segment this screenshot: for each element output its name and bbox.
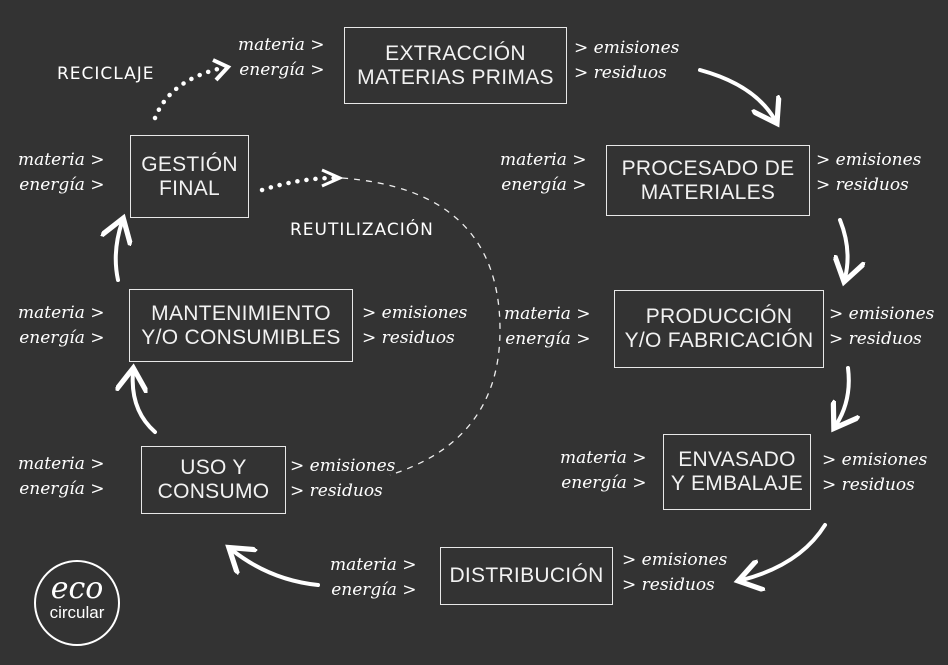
energia-input: energía >	[19, 328, 105, 348]
stage-inputs-procesado: materia > energía >	[500, 148, 587, 198]
residuos-output: > residuos	[362, 328, 455, 348]
stage-outputs-produccion: > emisiones > residuos	[829, 302, 934, 352]
emisiones-output: > emisiones	[622, 550, 728, 570]
stage-inputs-mantenimiento: materia > energía >	[18, 301, 105, 351]
eco-circular-logo: eco circular	[34, 560, 120, 646]
energia-input: energía >	[19, 175, 105, 195]
materia-input: materia >	[18, 150, 105, 170]
materia-input: materia >	[18, 454, 105, 474]
arrow-mantenimiento-gestion	[116, 222, 122, 282]
stage-label-line: MATERIAS PRIMAS	[357, 65, 554, 89]
stage-outputs-extraccion: > emisiones > residuos	[574, 36, 679, 86]
arrow-uso-mantenimiento	[133, 372, 157, 434]
emisiones-output: > emisiones	[816, 150, 922, 170]
arrow-distribucion-uso	[232, 550, 320, 587]
stage-inputs-gestion: materia > energía >	[18, 148, 105, 198]
stage-label-line: ENVASADO	[678, 448, 796, 471]
reutilizacion-arrowhead	[321, 168, 344, 188]
stage-inputs-distribucion: materia > energía >	[330, 553, 417, 603]
logo-eco-text: eco	[50, 571, 104, 606]
stage-outputs-distribucion: > emisiones > residuos	[622, 548, 727, 598]
stage-inputs-extraccion: materia > energía >	[238, 33, 325, 83]
arrow-extraccion-procesado	[698, 68, 775, 120]
reutilizacion-dashed-loop	[341, 177, 501, 476]
reciclaje-arrowhead	[212, 58, 232, 82]
residuos-output: > residuos	[822, 475, 915, 495]
arrow-reutilizacion	[259, 175, 338, 193]
emisiones-output: > emisiones	[822, 450, 928, 470]
stage-outputs-envasado: > emisiones > residuos	[822, 448, 927, 498]
stage-label-line: Y EMBALAJE	[670, 472, 804, 495]
stage-label-line: PRODUCCIÓN	[645, 305, 793, 328]
stage-label-line: GESTIÓN	[141, 152, 238, 176]
stage-label-line: PROCESADO DE	[621, 156, 795, 180]
stage-label-line: USO Y	[180, 456, 247, 479]
arrow-procesado-produccion	[840, 218, 848, 278]
arrow-envasado-distribucion	[742, 523, 827, 580]
stage-label-line: Y/O FABRICACIÓN	[624, 329, 814, 352]
stage-outputs-mantenimiento: > emisiones > residuos	[362, 301, 467, 351]
arrow-reciclaje	[152, 65, 225, 121]
emisiones-output: > emisiones	[829, 304, 935, 324]
emisiones-output: > emisiones	[290, 456, 396, 476]
energia-input: energía >	[501, 175, 587, 195]
stage-inputs-envasado: materia > energía >	[560, 446, 647, 496]
energia-input: energía >	[19, 479, 105, 499]
materia-input: materia >	[238, 35, 325, 55]
emisiones-output: > emisiones	[362, 303, 468, 323]
materia-input: materia >	[560, 448, 647, 468]
arrow-produccion-envasado	[836, 366, 849, 425]
residuos-output: > residuos	[829, 329, 922, 349]
residuos-output: > residuos	[574, 63, 667, 83]
materia-input: materia >	[504, 304, 591, 324]
residuos-output: > residuos	[290, 481, 383, 501]
stage-inputs-uso: materia > energía >	[18, 452, 105, 502]
residuos-output: > residuos	[622, 575, 715, 595]
stage-label-line: MATERIALES	[640, 180, 776, 204]
logo-circular-text: circular	[49, 603, 105, 622]
emisiones-output: > emisiones	[574, 38, 680, 58]
stage-label-line: Y/O CONSUMIBLES	[141, 325, 341, 349]
materia-input: materia >	[500, 150, 587, 170]
stage-label-line: MANTENIMIENTO	[151, 301, 331, 325]
energia-input: energía >	[505, 329, 591, 349]
reciclaje-label: RECICLAJE	[57, 64, 155, 84]
reutilizacion-label: REUTILIZACIÓN	[290, 220, 434, 240]
energia-input: energía >	[331, 580, 417, 600]
energia-input: energía >	[239, 60, 325, 80]
materia-input: materia >	[330, 555, 417, 575]
stage-box-distribucion: DISTRIBUCIÓN	[440, 547, 613, 605]
materia-input: materia >	[18, 303, 105, 323]
stage-label-line: EXTRACCIÓN	[385, 41, 526, 65]
stage-inputs-produccion: materia > energía >	[504, 302, 591, 352]
energia-input: energía >	[561, 473, 647, 493]
stage-label-line: DISTRIBUCIÓN	[449, 564, 604, 587]
stage-outputs-uso: > emisiones > residuos	[290, 454, 395, 504]
stage-label-line: FINAL	[158, 176, 220, 200]
stage-outputs-procesado: > emisiones > residuos	[816, 148, 921, 198]
stage-label-line: CONSUMO	[157, 480, 270, 503]
residuos-output: > residuos	[816, 175, 909, 195]
